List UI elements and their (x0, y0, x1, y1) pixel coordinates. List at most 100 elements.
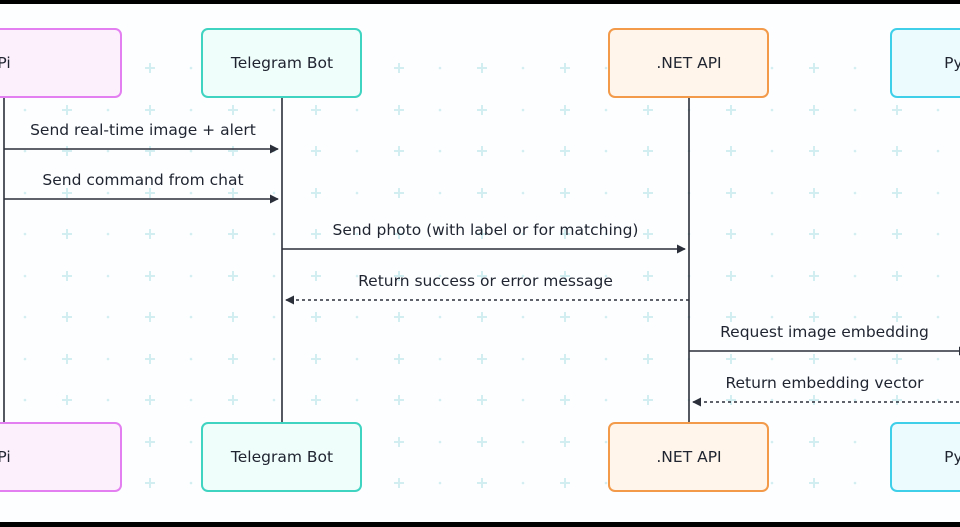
grid-plus (726, 146, 736, 156)
grid-plus (311, 395, 321, 405)
grid-dot (521, 191, 525, 195)
grid-plus (809, 229, 819, 239)
grid-dot (355, 232, 359, 236)
grid-plus (394, 188, 404, 198)
grid-dot (853, 149, 857, 153)
message-label-6: Return embedding vector (725, 374, 924, 392)
grid-plus (643, 188, 653, 198)
grid-dot (106, 315, 110, 319)
grid-dot (853, 357, 857, 361)
grid-dot (936, 398, 940, 402)
grid-dot (438, 481, 442, 485)
grid-dot (355, 357, 359, 361)
grid-dot (604, 191, 608, 195)
grid-dot (936, 232, 940, 236)
grid-plus (228, 354, 238, 364)
grid-plus (228, 271, 238, 281)
grid-plus (311, 188, 321, 198)
grid-dot (106, 191, 110, 195)
grid-plus (892, 229, 902, 239)
grid-plus (228, 146, 238, 156)
grid-dot (853, 481, 857, 485)
grid-plus (394, 395, 404, 405)
grid-dot (521, 66, 525, 70)
participant-box-bot-bottom (201, 422, 362, 492)
grid-plus (726, 188, 736, 198)
participant-box-pi-top (0, 28, 122, 98)
grid-plus (560, 437, 570, 447)
grid-plus (643, 146, 653, 156)
grid-dot (770, 66, 774, 70)
grid-dot (604, 315, 608, 319)
participant-label-python-top: Python (944, 54, 960, 72)
grid-dot (355, 191, 359, 195)
grid-dot (853, 232, 857, 236)
grid-dot (936, 315, 940, 319)
grid-dot (604, 108, 608, 112)
grid-dot (438, 398, 442, 402)
grid-dot (189, 398, 193, 402)
grid-plus (809, 437, 819, 447)
grid-dot (438, 108, 442, 112)
message-label-5: Request image embedding (720, 323, 929, 341)
grid-dot (521, 357, 525, 361)
grid-dot (521, 398, 525, 402)
grid-plus (311, 354, 321, 364)
grid-plus (560, 229, 570, 239)
participant-label-bot-bottom: Telegram Bot (230, 448, 333, 466)
grid-dot (604, 398, 608, 402)
grid-dot (936, 274, 940, 278)
participant-box-bot-top (201, 28, 362, 98)
grid-plus (62, 312, 72, 322)
grid-dot (23, 315, 27, 319)
grid-dot (438, 66, 442, 70)
grid-dot (355, 274, 359, 278)
grid-plus (145, 146, 155, 156)
grid-plus (809, 354, 819, 364)
grid-plus (643, 395, 653, 405)
grid-dot (189, 232, 193, 236)
grid-dot (853, 191, 857, 195)
grid-dot (604, 440, 608, 444)
grid-dot (23, 357, 27, 361)
grid-plus (62, 395, 72, 405)
grid-plus (643, 105, 653, 115)
participant-box-api-top (608, 28, 769, 98)
grid-dot (438, 274, 442, 278)
grid-dot (189, 481, 193, 485)
grid-dot (189, 315, 193, 319)
participant-box-api-bottom (608, 422, 769, 492)
grid-plus (560, 478, 570, 488)
grid-dot (106, 108, 110, 112)
grid-plus (726, 395, 736, 405)
grid-plus (394, 229, 404, 239)
grid-dot (936, 149, 940, 153)
participant-label-api-bottom: .NET API (656, 448, 721, 466)
grid-plus (892, 188, 902, 198)
grid-plus (62, 146, 72, 156)
grid-dot (438, 440, 442, 444)
grid-plus (726, 354, 736, 364)
participant-box-python-top (890, 28, 960, 98)
grid-plus (62, 188, 72, 198)
message-label-3: Send photo (with label or for matching) (333, 221, 639, 239)
grid-dot (853, 398, 857, 402)
grid-dot (23, 149, 27, 153)
grid-dot (23, 191, 27, 195)
grid-dot (355, 398, 359, 402)
grid-dot (604, 274, 608, 278)
grid-dot (189, 440, 193, 444)
grid-plus (809, 146, 819, 156)
grid-plus (477, 437, 487, 447)
grid-dot (106, 232, 110, 236)
grid-dot (272, 315, 276, 319)
grid-plus (809, 63, 819, 73)
grid-plus (394, 105, 404, 115)
participant-box-python-bottom (890, 422, 960, 492)
grid-plus (394, 478, 404, 488)
grid-dot (853, 315, 857, 319)
grid-plus (62, 229, 72, 239)
